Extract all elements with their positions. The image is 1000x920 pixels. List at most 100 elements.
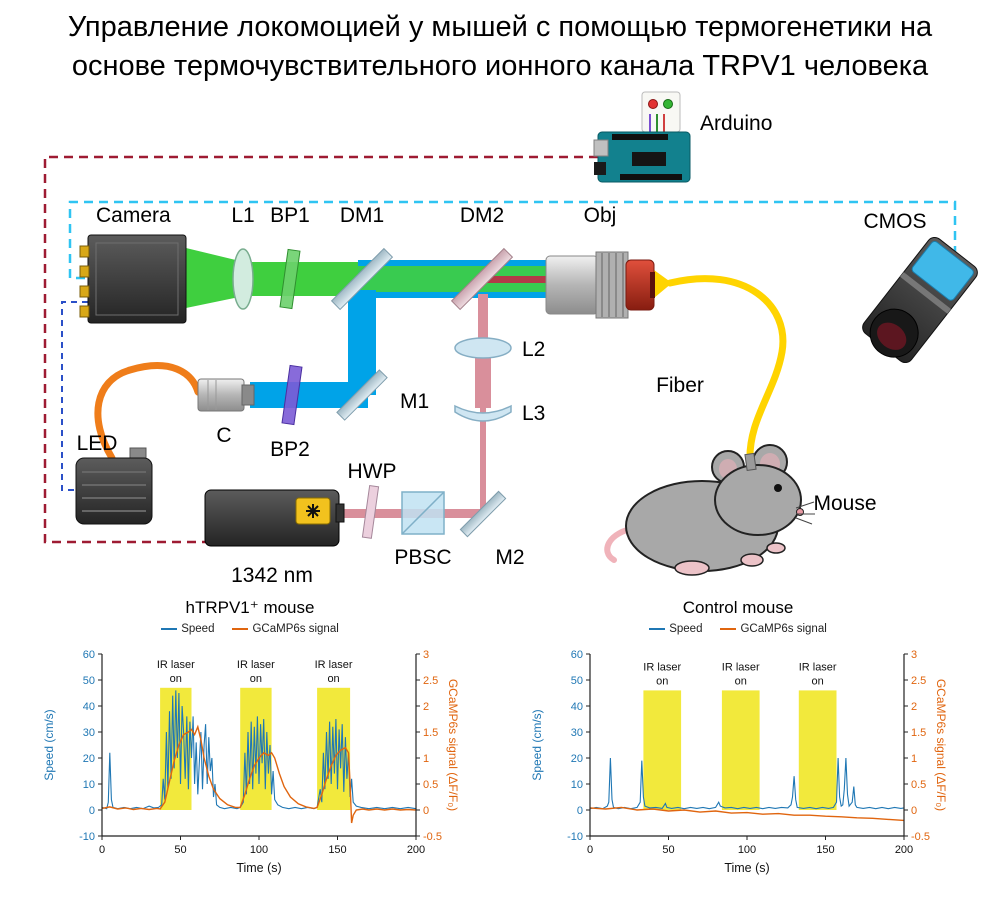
speed-line bbox=[101, 690, 417, 810]
svg-text:1.5: 1.5 bbox=[911, 727, 926, 739]
left-axis-label: Speed (cm/s) bbox=[530, 709, 544, 780]
label-obj: Obj bbox=[584, 204, 617, 227]
svg-text:2.5: 2.5 bbox=[911, 675, 926, 687]
label-bp1: BP1 bbox=[270, 204, 310, 227]
speed-line bbox=[589, 757, 905, 810]
svg-text:200: 200 bbox=[407, 844, 425, 856]
label-l1: L1 bbox=[231, 204, 254, 227]
label-fiber: Fiber bbox=[656, 374, 704, 397]
chart-title: Control mouse bbox=[682, 598, 794, 617]
lens-l3 bbox=[454, 404, 512, 422]
label-m2: M2 bbox=[495, 546, 524, 569]
arduino-board bbox=[593, 91, 691, 183]
mouse-eye bbox=[774, 484, 782, 492]
svg-text:60: 60 bbox=[83, 649, 95, 661]
label-led: LED bbox=[77, 432, 118, 455]
collimator bbox=[197, 378, 255, 412]
svg-text:100: 100 bbox=[738, 844, 756, 856]
svg-text:1.5: 1.5 bbox=[423, 727, 438, 739]
legend-item: Speed bbox=[649, 623, 702, 635]
svg-text:150: 150 bbox=[328, 844, 346, 856]
legend-item: GCaMP6s signal bbox=[232, 623, 339, 635]
svg-text:2.5: 2.5 bbox=[423, 675, 438, 687]
svg-text:10: 10 bbox=[83, 779, 95, 791]
left-axis-label: Speed (cm/s) bbox=[42, 709, 56, 780]
right-axis-label: GCaMP6s signal (ΔF/F₀) bbox=[446, 679, 460, 811]
laser-band bbox=[721, 690, 760, 810]
svg-text:30: 30 bbox=[571, 727, 583, 739]
optical-setup-diagram: Camera L1 BP1 DM1 DM2 Obj CMOS Arduino L… bbox=[43, 91, 978, 587]
label-hwp: HWP bbox=[348, 460, 397, 483]
optical-fiber bbox=[666, 275, 787, 466]
cmos-camera bbox=[862, 236, 978, 364]
svg-text:2: 2 bbox=[423, 701, 429, 713]
label-l2: L2 bbox=[522, 338, 545, 361]
legend-swatch bbox=[649, 628, 666, 630]
legend-item: Speed bbox=[161, 623, 214, 635]
label-cmos: CMOS bbox=[864, 210, 927, 233]
gcamp-line bbox=[101, 724, 417, 824]
objective bbox=[545, 251, 655, 319]
svg-text:50: 50 bbox=[571, 675, 583, 687]
label-dm2: DM2 bbox=[460, 204, 504, 227]
mouse-head bbox=[714, 464, 802, 536]
svg-text:10: 10 bbox=[571, 779, 583, 791]
svg-text:200: 200 bbox=[895, 844, 913, 856]
svg-text:0: 0 bbox=[89, 805, 95, 817]
figure-title: Управление локомоцией у мышей с помощью … bbox=[0, 8, 1000, 86]
svg-text:50: 50 bbox=[662, 844, 674, 856]
breadboard-red-led bbox=[648, 99, 658, 109]
label-bp2: BP2 bbox=[270, 438, 310, 461]
laser-band-label: on bbox=[327, 673, 339, 685]
filter-bp2 bbox=[281, 364, 303, 426]
svg-text:2: 2 bbox=[911, 701, 917, 713]
mirror-m1 bbox=[336, 369, 388, 421]
svg-text:0: 0 bbox=[423, 805, 429, 817]
right-axis-label: GCaMP6s signal (ΔF/F₀) bbox=[934, 679, 948, 811]
svg-text:100: 100 bbox=[250, 844, 268, 856]
lens-l2 bbox=[454, 337, 512, 359]
legend-item: GCaMP6s signal bbox=[720, 623, 827, 635]
figure-title-line2: основе термочувствительного ионного кана… bbox=[71, 50, 929, 82]
svg-text:-0.5: -0.5 bbox=[911, 831, 930, 843]
mouse-front-paw bbox=[766, 542, 786, 554]
arduino-feedback-dashed-line bbox=[43, 155, 598, 544]
label-arduino: Arduino bbox=[700, 112, 772, 135]
laser-band-label: on bbox=[812, 675, 824, 687]
svg-text:1: 1 bbox=[911, 753, 917, 765]
mouse-front-paw bbox=[740, 553, 764, 567]
svg-text:3: 3 bbox=[423, 649, 429, 661]
gcamp-line bbox=[589, 806, 905, 822]
legend-swatch bbox=[232, 628, 249, 630]
chart-control-mouse: Control mouse Speed GCaMP6s signal IR las… bbox=[528, 598, 948, 910]
laser-band-label: IR laser bbox=[157, 659, 195, 671]
chart-htrpv1-mouse: hTRPV1⁺ mouse Speed GCaMP6s signal IR las… bbox=[40, 598, 460, 910]
laser-band-label: IR laser bbox=[722, 661, 760, 673]
svg-text:0: 0 bbox=[911, 805, 917, 817]
laser-band-label: IR laser bbox=[315, 659, 353, 671]
svg-text:60: 60 bbox=[571, 649, 583, 661]
svg-text:50: 50 bbox=[174, 844, 186, 856]
ir-beam-mid bbox=[475, 352, 491, 408]
svg-text:3: 3 bbox=[911, 649, 917, 661]
filter-bp1 bbox=[279, 248, 301, 310]
laser-band bbox=[798, 690, 837, 810]
x-axis-label: Time (s) bbox=[724, 861, 769, 875]
laser-band-label: on bbox=[735, 675, 747, 687]
svg-text:20: 20 bbox=[571, 753, 583, 765]
led-fiber-cable bbox=[94, 362, 202, 462]
dichroic-mirror-dm2 bbox=[450, 247, 514, 311]
svg-text:-10: -10 bbox=[79, 831, 95, 843]
objective-output-cone bbox=[654, 270, 672, 298]
mouse-illustration bbox=[604, 444, 815, 576]
svg-text:50: 50 bbox=[83, 675, 95, 687]
laser-band-label: IR laser bbox=[237, 659, 275, 671]
cmos-sync-dashed-line bbox=[68, 200, 957, 280]
laser-band-label: on bbox=[250, 673, 262, 685]
beam-paths bbox=[186, 248, 553, 518]
chart-title: hTRPV1⁺ mouse bbox=[185, 598, 315, 617]
chart-legend: Speed GCaMP6s signal bbox=[528, 620, 948, 638]
camera-box bbox=[79, 234, 187, 324]
x-axis-label: Time (s) bbox=[236, 861, 281, 875]
